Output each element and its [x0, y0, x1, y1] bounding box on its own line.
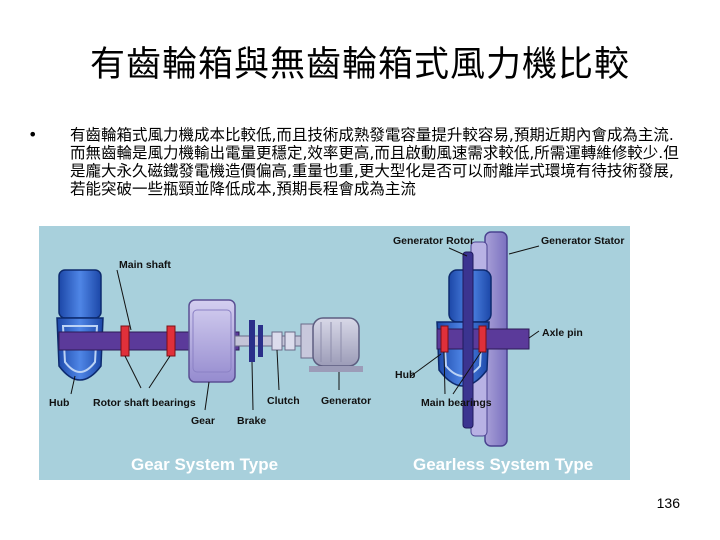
label-brake: Brake — [237, 415, 266, 427]
label-generator-stator: Generator Stator — [541, 235, 624, 247]
gear-system-drawing — [56, 269, 363, 411]
label-gearless-hub: Hub — [395, 369, 415, 381]
gear-gearbox — [188, 299, 236, 383]
wind-turbine-comparison-diagram: Main shaft Hub Rotor shaft bearings Gear… — [39, 226, 630, 480]
gear-hub — [56, 269, 104, 381]
diagram-canvas: Main shaft Hub Rotor shaft bearings Gear… — [49, 231, 624, 474]
bullet-text: 有齒輪箱式風力機成本比較低,而且技術成熟發電容量提升較容易,預期近期內會成為主流… — [70, 126, 679, 198]
label-generator-rotor: Generator Rotor — [393, 235, 474, 247]
label-main-bearings: Main bearings — [421, 397, 492, 409]
bullet-marker: • — [28, 125, 38, 144]
gearless-leader-lines — [410, 245, 540, 395]
gear-generator — [300, 317, 363, 372]
gearless-generator-rotor — [462, 251, 474, 429]
gear-rotor-shaft-bearing-1 — [120, 325, 130, 357]
label-rotor-shaft-bearings: Rotor shaft bearings — [93, 397, 196, 409]
page-number: 136 — [656, 495, 680, 511]
gear-brake — [249, 320, 263, 362]
label-clutch: Clutch — [267, 395, 300, 407]
caption-gearless-system: Gearless System Type — [413, 455, 593, 474]
label-gear: Gear — [191, 415, 215, 427]
label-gear-hub: Hub — [49, 397, 69, 409]
gear-leader-lines — [70, 269, 340, 411]
label-generator: Generator — [321, 395, 371, 407]
gearless-main-bearing-2 — [478, 325, 487, 353]
label-axle-pin: Axle pin — [542, 327, 583, 339]
label-main-shaft: Main shaft — [119, 259, 171, 271]
gearless-system-drawing — [410, 231, 540, 447]
gearless-main-bearing-1 — [440, 325, 449, 353]
caption-gear-system: Gear System Type — [131, 455, 278, 474]
slide-title: 有齒輪箱與無齒輪箱式風力機比較 — [89, 45, 630, 85]
gear-rotor-shaft-bearing-2 — [166, 325, 176, 357]
